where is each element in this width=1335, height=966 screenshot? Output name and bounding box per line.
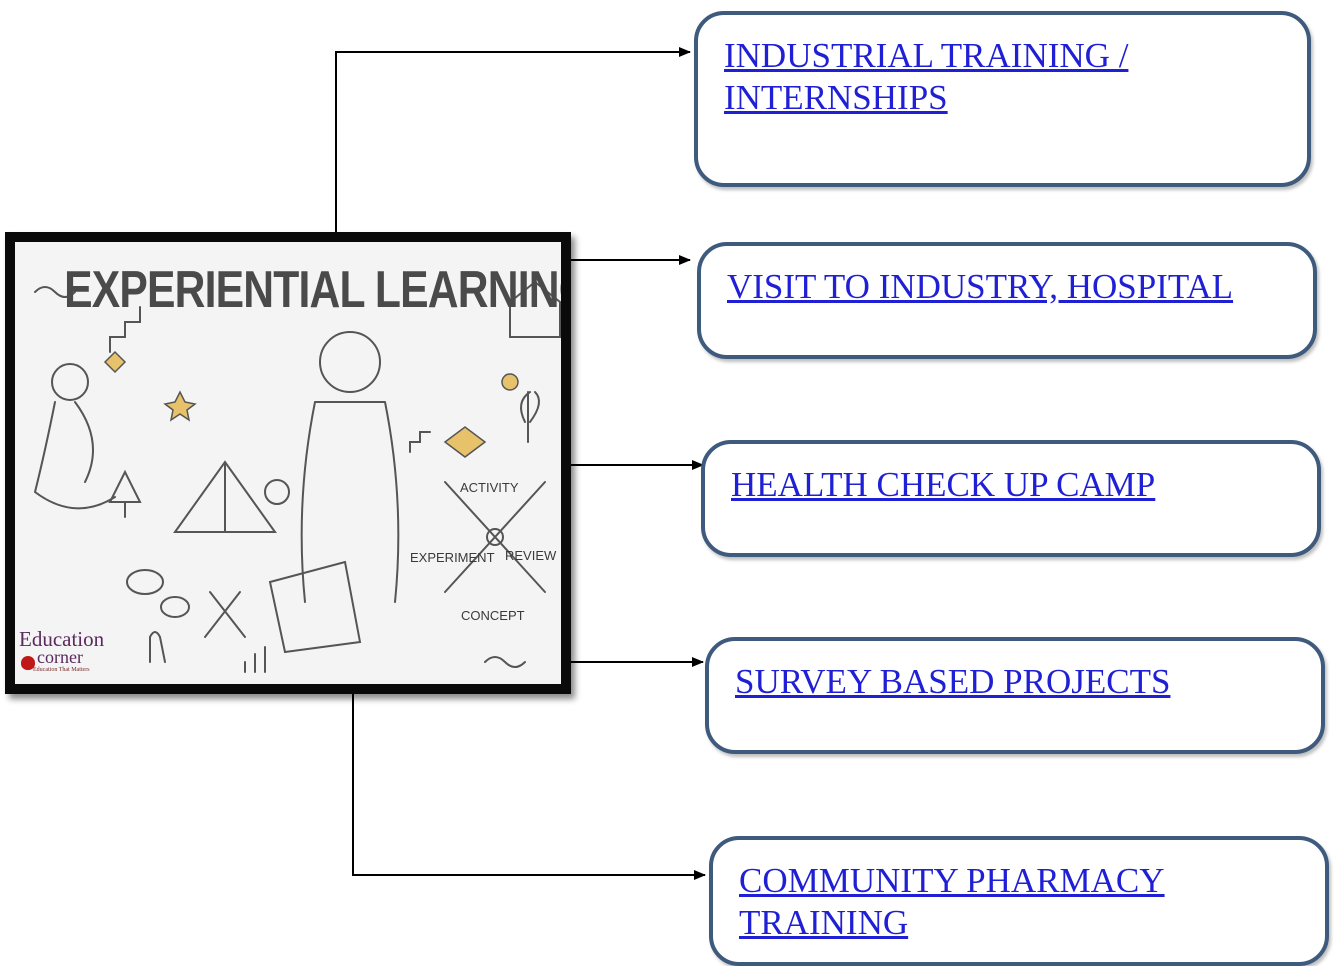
link-line: TRAINING: [739, 903, 909, 942]
link-community-pharmacy-training[interactable]: COMMUNITY PHARMACY TRAINING: [739, 860, 1305, 944]
label-activity: ACTIVITY: [460, 480, 519, 495]
logo-line1: Education: [19, 627, 105, 651]
experiential-learning-image: ACTIVITY EXPERIMENT REVIEW CONCEPT EXPER…: [5, 232, 571, 694]
box-health-camp: HEALTH CHECK UP CAMP: [701, 440, 1321, 557]
link-visit-industry-hospital[interactable]: VISIT TO INDUSTRY, HOSPITAL: [727, 266, 1293, 308]
link-line: SURVEY BASED PROJECTS: [735, 662, 1171, 701]
logo-line2: corner: [37, 647, 83, 667]
link-line: HEALTH CHECK UP CAMP: [731, 465, 1156, 504]
box-visit: VISIT TO INDUSTRY, HOSPITAL: [697, 242, 1317, 359]
apple-icon: [21, 656, 35, 670]
link-industrial-training-internships[interactable]: INDUSTRIAL TRAINING / INTERNSHIPS: [724, 35, 1287, 119]
education-corner-logo: Education corner Education That Matters: [19, 627, 129, 674]
label-experiment: EXPERIMENT: [410, 550, 495, 565]
link-line: INDUSTRIAL TRAINING /: [724, 36, 1129, 75]
link-line: INTERNSHIPS: [724, 78, 948, 117]
label-review: REVIEW: [505, 548, 557, 563]
link-health-check-up-camp[interactable]: HEALTH CHECK UP CAMP: [731, 464, 1297, 506]
connector-internships: [335, 47, 691, 232]
link-survey-based-projects[interactable]: SURVEY BASED PROJECTS: [735, 661, 1301, 703]
box-internships: INDUSTRIAL TRAINING / INTERNSHIPS: [694, 11, 1311, 187]
connector-community-pharmacy: [352, 694, 706, 880]
link-line: VISIT TO INDUSTRY, HOSPITAL: [727, 267, 1234, 306]
link-line: COMMUNITY PHARMACY: [739, 861, 1165, 900]
doodle-illustration: ACTIVITY EXPERIMENT REVIEW CONCEPT: [34, 280, 561, 673]
image-title: EXPERIENTIAL LEARNING: [64, 261, 571, 319]
logo-tagline: Education That Matters: [33, 667, 90, 673]
label-concept: CONCEPT: [461, 608, 525, 623]
box-community-pharmacy: COMMUNITY PHARMACY TRAINING: [709, 836, 1329, 966]
box-survey: SURVEY BASED PROJECTS: [705, 637, 1325, 754]
